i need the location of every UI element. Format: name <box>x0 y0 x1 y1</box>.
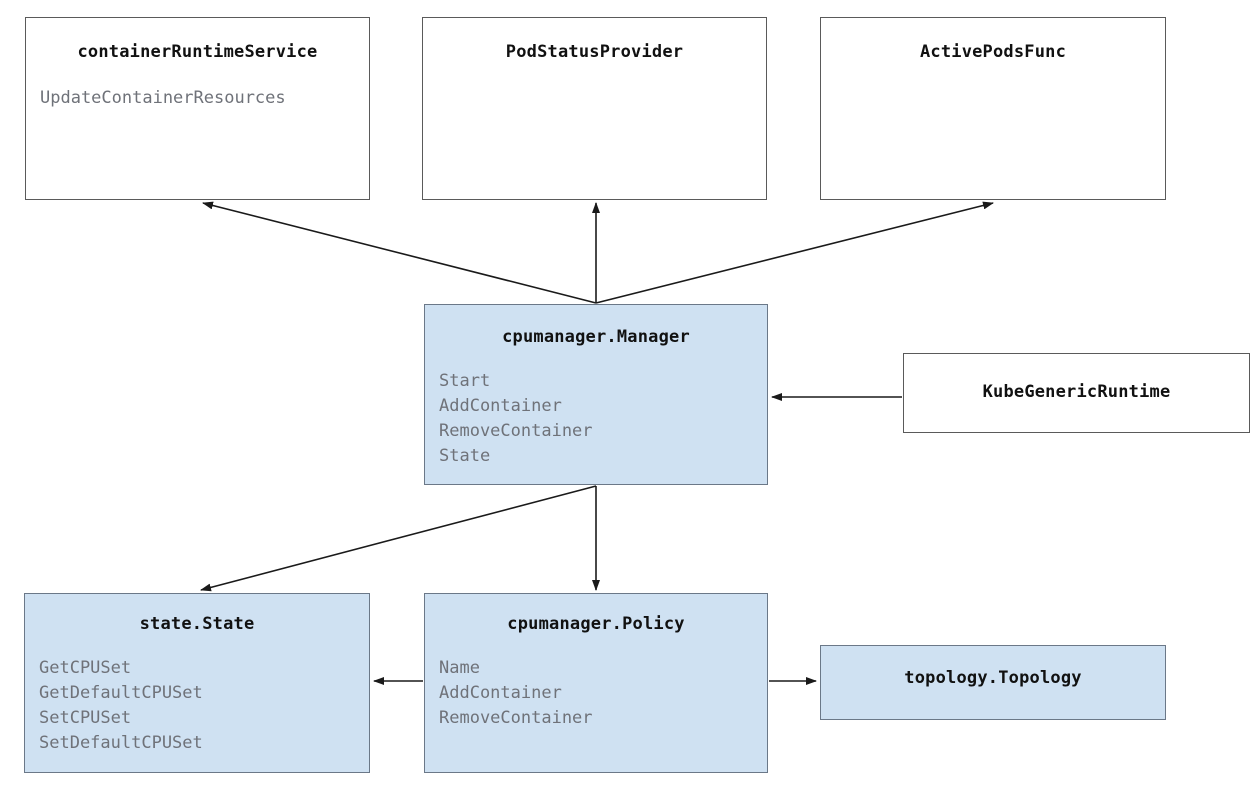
node-title: topology.Topology <box>904 668 1082 688</box>
node-active-pods-func[interactable]: ActivePodsFunc <box>820 17 1166 200</box>
node-state-state[interactable]: state.State GetCPUSet GetDefaultCPUSet S… <box>24 593 370 773</box>
node-cpumanager-manager[interactable]: cpumanager.Manager Start AddContainer Re… <box>424 304 768 485</box>
node-member-list: Name AddContainer RemoveContainer <box>439 656 759 731</box>
node-member: UpdateContainerResources <box>40 88 286 108</box>
node-member-list: GetCPUSet GetDefaultCPUSet SetCPUSet Set… <box>39 656 361 756</box>
node-title: ActivePodsFunc <box>919 42 1067 62</box>
node-container-runtime-service[interactable]: containerRuntimeService UpdateContainerR… <box>25 17 370 200</box>
node-title: containerRuntimeService <box>77 42 318 62</box>
node-member: Start <box>439 371 491 391</box>
node-member: Name <box>439 658 480 678</box>
node-title: KubeGenericRuntime <box>982 382 1171 402</box>
node-member: State <box>439 446 491 466</box>
edge-manager-to-activepodsfunc <box>595 201 994 304</box>
node-member: GetCPUSet <box>39 658 132 678</box>
node-member: GetDefaultCPUSet <box>39 683 203 703</box>
node-cpumanager-policy[interactable]: cpumanager.Policy Name AddContainer Remo… <box>424 593 768 773</box>
edge-manager-to-state-state <box>200 485 597 592</box>
node-member: AddContainer <box>439 396 562 416</box>
node-member: RemoveContainer <box>439 421 593 441</box>
node-member-list: UpdateContainerResources <box>40 86 361 111</box>
node-kube-generic-runtime[interactable]: KubeGenericRuntime <box>903 353 1250 433</box>
node-member: SetCPUSet <box>39 708 132 728</box>
node-topology-topology[interactable]: topology.Topology <box>820 645 1166 720</box>
node-title: PodStatusProvider <box>505 42 684 62</box>
node-member: RemoveContainer <box>439 708 593 728</box>
node-member: AddContainer <box>439 683 562 703</box>
node-title: cpumanager.Policy <box>507 614 685 634</box>
node-member: SetDefaultCPUSet <box>39 733 203 753</box>
node-member-list: Start AddContainer RemoveContainer State <box>439 369 759 469</box>
node-title: cpumanager.Manager <box>502 327 690 347</box>
node-title: state.State <box>139 614 255 634</box>
edge-manager-to-containerruntimeservice <box>202 201 597 304</box>
node-pod-status-provider[interactable]: PodStatusProvider <box>422 17 767 200</box>
